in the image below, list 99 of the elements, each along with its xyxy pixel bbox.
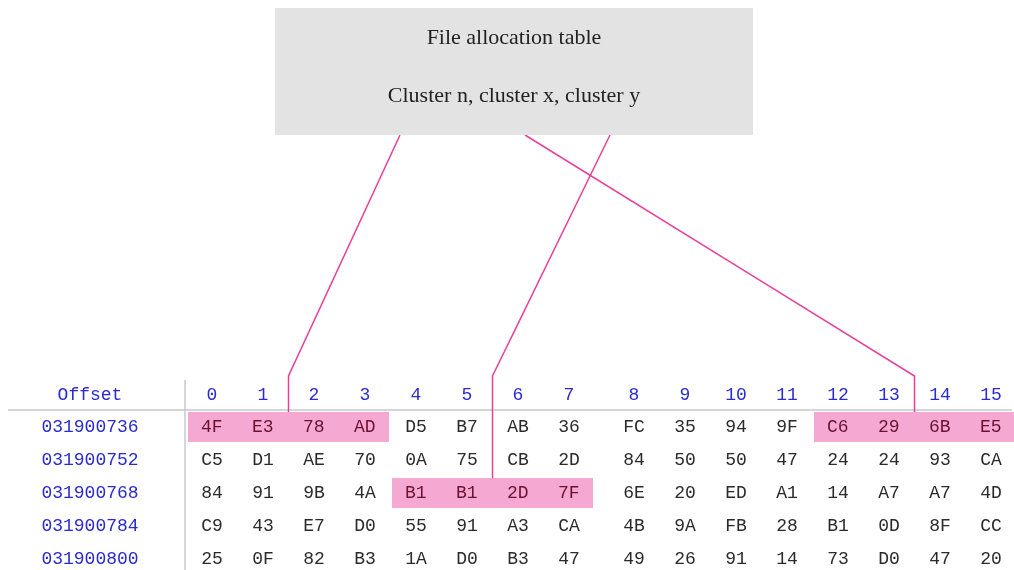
hex-byte: D0 (456, 548, 478, 570)
heading-text: File allocation table (425, 24, 603, 50)
hex-byte: 2D (558, 449, 580, 471)
column-number: 4 (410, 384, 422, 406)
hex-byte: 0F (252, 548, 274, 570)
hex-byte: 73 (827, 548, 849, 570)
hex-byte: B3 (354, 548, 376, 570)
hex-byte: 84 (623, 449, 645, 471)
highlighted-bytes: B1 B1 2D 7F (392, 478, 593, 508)
hex-byte: 55 (405, 515, 427, 537)
hex-byte: AB (507, 416, 529, 438)
column-number: 9 (679, 384, 691, 406)
hex-byte: B1 (827, 515, 849, 537)
hex-byte: 9F (776, 416, 798, 438)
hex-byte: C9 (201, 515, 223, 537)
hex-byte: 14 (776, 548, 798, 570)
hex-byte: 91 (725, 548, 747, 570)
hex-byte: 0A (405, 449, 427, 471)
hex-byte: 0D (878, 515, 900, 537)
hex-byte: 26 (674, 548, 696, 570)
offset-address: 031900736 (41, 416, 139, 438)
highlighted-bytes: 4F E3 78 AD (188, 412, 389, 442)
hex-byte: 70 (354, 449, 376, 471)
hex-byte: 35 (674, 416, 696, 438)
column-number: 11 (776, 384, 798, 406)
column-number: 12 (827, 384, 849, 406)
hex-byte: CA (980, 449, 1002, 471)
column-number: 6 (512, 384, 524, 406)
hex-byte: CA (558, 515, 580, 537)
hex-byte: 25 (201, 548, 223, 570)
hex-byte: 8F (929, 515, 951, 537)
column-number: 14 (929, 384, 951, 406)
highlighted-bytes: C6 29 6B E5 (814, 412, 1014, 442)
leader-line (287, 134, 401, 413)
hex-byte: 82 (303, 548, 325, 570)
hex-byte: 14 (827, 482, 849, 504)
hex-byte: B7 (456, 416, 478, 438)
hex-byte: B3 (507, 548, 529, 570)
hex-byte: D0 (878, 548, 900, 570)
column-number: 15 (980, 384, 1002, 406)
hex-byte: CC (980, 515, 1002, 537)
leader-line (491, 134, 611, 479)
hex-byte: 93 (929, 449, 951, 471)
hex-byte: 4D (980, 482, 1002, 504)
hex-byte: A7 (929, 482, 951, 504)
hex-byte: 47 (776, 449, 798, 471)
hex-byte: 91 (456, 515, 478, 537)
hex-byte: 4B (623, 515, 645, 537)
hex-byte: 91 (252, 482, 274, 504)
hex-byte: C5 (201, 449, 223, 471)
hex-byte: 84 (201, 482, 223, 504)
column-heading: Offset (57, 384, 123, 406)
hex-byte: E7 (303, 515, 325, 537)
column-number: 3 (359, 384, 371, 406)
hex-byte: 47 (558, 548, 580, 570)
column-number: 10 (725, 384, 747, 406)
hex-byte: 43 (252, 515, 274, 537)
column-number: 2 (308, 384, 320, 406)
hex-byte: 36 (558, 416, 580, 438)
hex-byte: 47 (929, 548, 951, 570)
column-number: 13 (878, 384, 900, 406)
hex-byte: 24 (878, 449, 900, 471)
hex-byte: CB (507, 449, 529, 471)
cluster-list: Cluster n, cluster x, cluster y (275, 82, 753, 108)
hex-byte: FC (623, 416, 645, 438)
hex-byte: FB (725, 515, 747, 537)
hex-byte: 1A (405, 548, 427, 570)
offset-address: 031900768 (41, 482, 139, 504)
hex-byte: 6E (623, 482, 645, 504)
hex-byte: 75 (456, 449, 478, 471)
table-box (275, 8, 753, 135)
hex-byte: A1 (776, 482, 798, 504)
hex-byte: A7 (878, 482, 900, 504)
column-number: 7 (563, 384, 575, 406)
hex-byte: 28 (776, 515, 798, 537)
hex-byte: 4A (354, 482, 376, 504)
hex-byte: 24 (827, 449, 849, 471)
hex-byte: A3 (507, 515, 529, 537)
hex-byte: D1 (252, 449, 274, 471)
hex-byte: 20 (674, 482, 696, 504)
offset-address: 031900800 (41, 548, 139, 570)
hex-byte: 50 (725, 449, 747, 471)
hex-byte: 49 (623, 548, 645, 570)
hex-byte: 9A (674, 515, 696, 537)
hex-byte: ED (725, 482, 747, 504)
hex-byte: 20 (980, 548, 1002, 570)
hex-byte: 94 (725, 416, 747, 438)
leader-line (524, 134, 916, 413)
hex-byte: 9B (303, 482, 325, 504)
column-number: 0 (206, 384, 218, 406)
column-number: 1 (257, 384, 269, 406)
hex-byte: AE (303, 449, 325, 471)
offset-address: 031900752 (41, 449, 139, 471)
column-number: 5 (461, 384, 473, 406)
hex-byte: D5 (405, 416, 427, 438)
hex-byte: D0 (354, 515, 376, 537)
hex-byte: 50 (674, 449, 696, 471)
offset-address: 031900784 (41, 515, 139, 537)
column-number: 8 (628, 384, 640, 406)
